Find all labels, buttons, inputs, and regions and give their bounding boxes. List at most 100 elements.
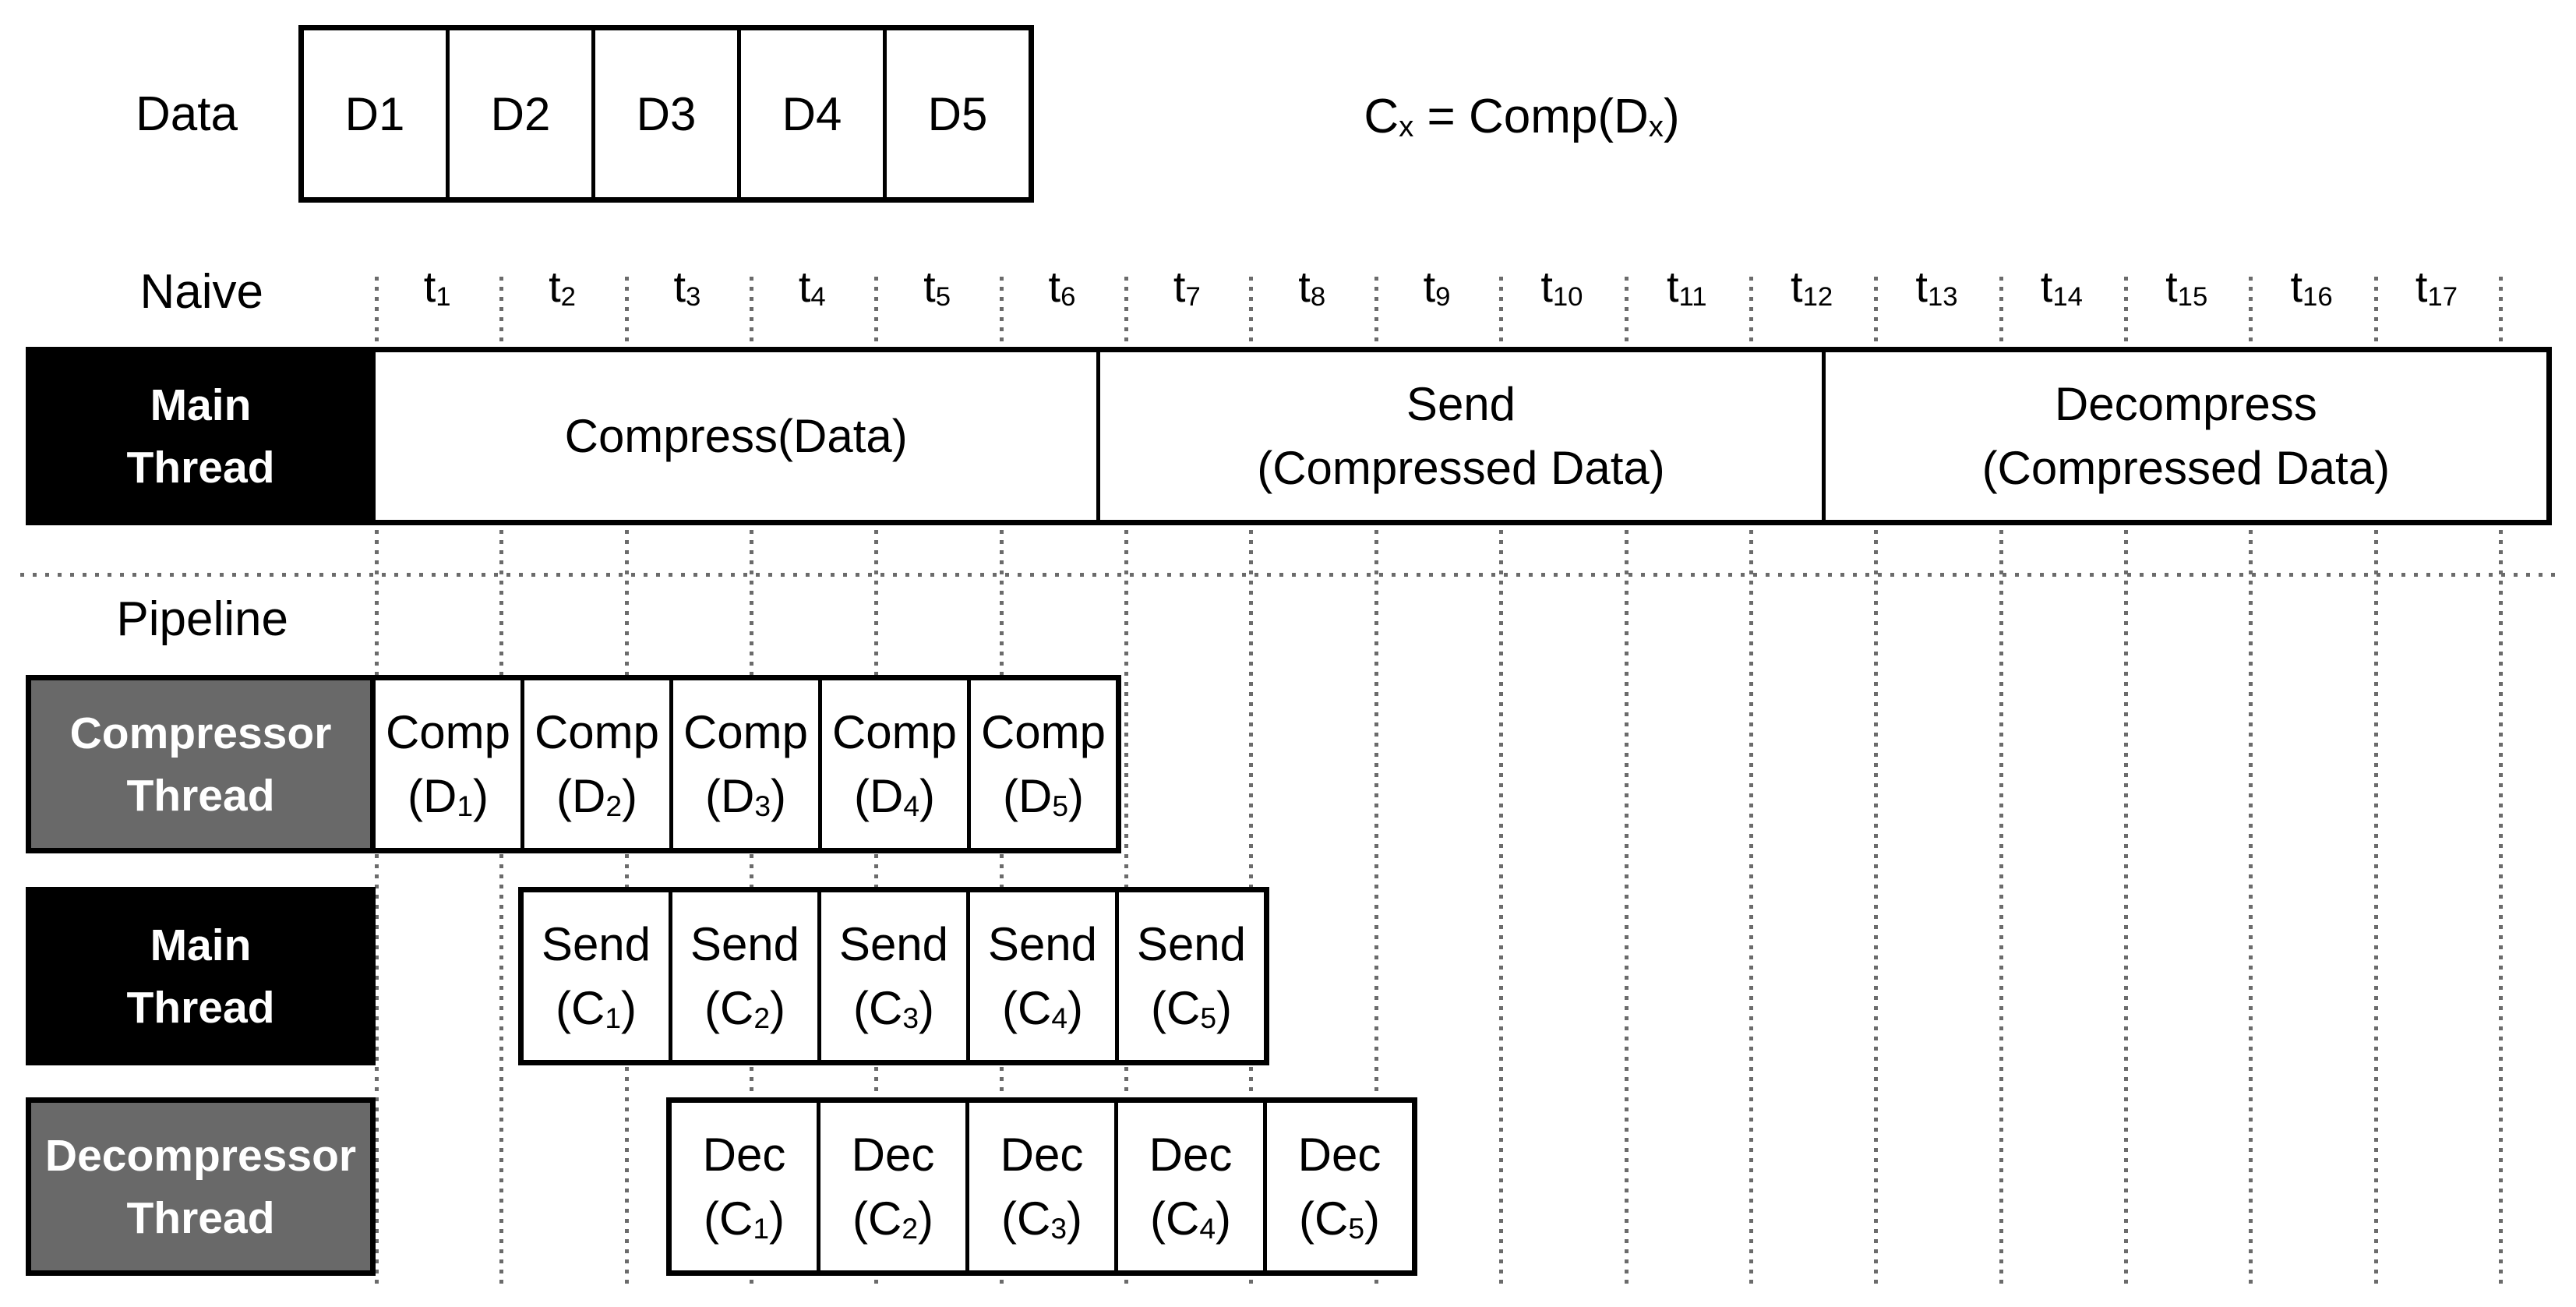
task-arg-open: (D <box>1003 769 1053 822</box>
tick-subscript: 14 <box>2052 281 2083 312</box>
time-tick: t17 <box>2374 259 2499 315</box>
tick-subscript: 9 <box>1435 281 1451 312</box>
task-fn: Comp <box>385 705 511 758</box>
section-divider-line <box>20 573 2559 577</box>
time-tick: t12 <box>1749 259 1874 315</box>
task-arg-open: (C <box>1001 1192 1051 1245</box>
task-arg-subscript: 2 <box>902 1211 918 1245</box>
task-arg: (D2) <box>556 765 637 828</box>
time-tick: t2 <box>499 259 624 315</box>
formula-rhs-close: ) <box>1664 90 1680 143</box>
segment-label-line2: (Compressed Data) <box>1981 441 2391 494</box>
tick-symbol: t <box>1791 262 1803 311</box>
segment-label-line1: Send <box>1406 377 1516 430</box>
tick-symbol: t <box>798 262 811 311</box>
thread-label-line1: Compressor <box>69 708 332 758</box>
tick-subscript: 11 <box>1678 281 1707 312</box>
task-fn: Comp <box>980 705 1106 758</box>
pipeline-section-label: Pipeline <box>116 592 288 646</box>
thread-label-line2: Thread <box>126 1192 275 1243</box>
dec-task-box: Dec (C5) <box>1263 1103 1412 1270</box>
time-gridline <box>1625 277 1629 1286</box>
task-arg-open: (D <box>854 769 904 822</box>
task-arg: (C5) <box>1299 1187 1380 1251</box>
task-arg-close: ) <box>473 769 489 822</box>
task-arg-subscript: 5 <box>1200 1001 1216 1034</box>
time-gridline <box>2124 277 2128 1286</box>
naive-segment: Send (Compressed Data) <box>1096 352 1821 520</box>
task-fn: Send <box>1136 917 1247 970</box>
naive-segment: Decompress (Compressed Data) <box>1821 352 2546 520</box>
segment-label-line2: (Compressed Data) <box>1257 441 1665 494</box>
tick-subscript: 13 <box>1927 281 1958 312</box>
task-arg-close: ) <box>919 981 934 1034</box>
task-arg-close: ) <box>1067 1192 1082 1245</box>
task-arg-close: ) <box>622 769 637 822</box>
send-task-box: Send (C4) <box>966 892 1115 1060</box>
task-arg-close: ) <box>1216 981 1232 1034</box>
data-block: D3 <box>591 30 737 197</box>
time-tick: t10 <box>1499 259 1624 315</box>
task-arg-close: ) <box>621 981 637 1034</box>
task-arg-subscript: 3 <box>1050 1211 1067 1245</box>
task-arg: (C4) <box>1150 1187 1231 1251</box>
comp-task-box: Comp (D4) <box>818 680 967 848</box>
time-gridline <box>1249 277 1253 1286</box>
tick-symbol: t <box>2290 262 2303 311</box>
formula-lhs-subscript: x <box>1399 110 1414 144</box>
tick-subscript: 12 <box>1802 281 1833 312</box>
data-block: D4 <box>737 30 883 197</box>
formula-lhs: C <box>1364 90 1399 143</box>
thread-label-line2: Thread <box>126 982 275 1033</box>
thread-label-line2: Thread <box>126 442 275 493</box>
time-tick: t13 <box>1874 259 1999 315</box>
tick-symbol: t <box>2040 262 2053 311</box>
task-arg-open: (C <box>1002 981 1052 1034</box>
time-tick: t8 <box>1250 259 1374 315</box>
task-fn: Send <box>838 917 949 970</box>
task-fn: Comp <box>683 705 809 758</box>
task-fn: Dec <box>1297 1128 1382 1181</box>
task-arg: (C3) <box>1001 1187 1082 1251</box>
time-gridline <box>1874 277 1878 1286</box>
tick-symbol: t <box>1915 262 1928 311</box>
time-tick: t11 <box>1625 259 1749 315</box>
task-arg-open: (D <box>705 769 755 822</box>
tick-subscript: 3 <box>686 281 701 312</box>
thread-label-line1: Decompressor <box>44 1130 357 1181</box>
send-task-box: Send (C1) <box>524 892 669 1060</box>
task-arg-subscript: 4 <box>1051 1001 1067 1034</box>
thread-label-line1: Main <box>150 380 252 430</box>
compressor-thread-box: Compressor Thread <box>26 675 376 853</box>
tick-subscript: 8 <box>1310 281 1326 312</box>
tick-symbol: t <box>549 262 561 311</box>
time-tick: t4 <box>750 259 874 315</box>
task-arg-close: ) <box>1067 981 1083 1034</box>
time-tick: t1 <box>375 259 499 315</box>
send-task-box: Send (C2) <box>669 892 817 1060</box>
time-gridline <box>1374 277 1378 1286</box>
dec-task-box: Dec (C4) <box>1114 1103 1263 1270</box>
task-fn: Send <box>690 917 800 970</box>
task-arg-open: (C <box>853 981 903 1034</box>
task-arg-subscript: 1 <box>605 1001 621 1034</box>
task-fn: Comp <box>534 705 660 758</box>
task-arg-open: (C <box>1150 1192 1200 1245</box>
tick-symbol: t <box>1298 262 1311 311</box>
decompressor-task-strip: Dec (C1) Dec (C2) Dec (C3) Dec (C4) Dec … <box>666 1097 1417 1276</box>
task-arg: (C5) <box>1151 977 1232 1040</box>
naive-segment: Compress(Data) <box>376 352 1096 520</box>
segment-label-line1: Decompress <box>2054 377 2317 430</box>
tick-subscript: 10 <box>1552 281 1583 312</box>
task-arg-open: (C <box>704 1192 753 1245</box>
task-arg-subscript: 5 <box>1052 789 1068 822</box>
task-arg-close: ) <box>919 769 935 822</box>
tick-subscript: 5 <box>935 281 951 312</box>
tick-symbol: t <box>1423 262 1436 311</box>
task-arg: (C2) <box>704 977 785 1040</box>
task-arg: (D1) <box>408 765 489 828</box>
decompressor-thread-box: Decompressor Thread <box>26 1097 376 1276</box>
task-fn: Dec <box>1000 1128 1084 1181</box>
